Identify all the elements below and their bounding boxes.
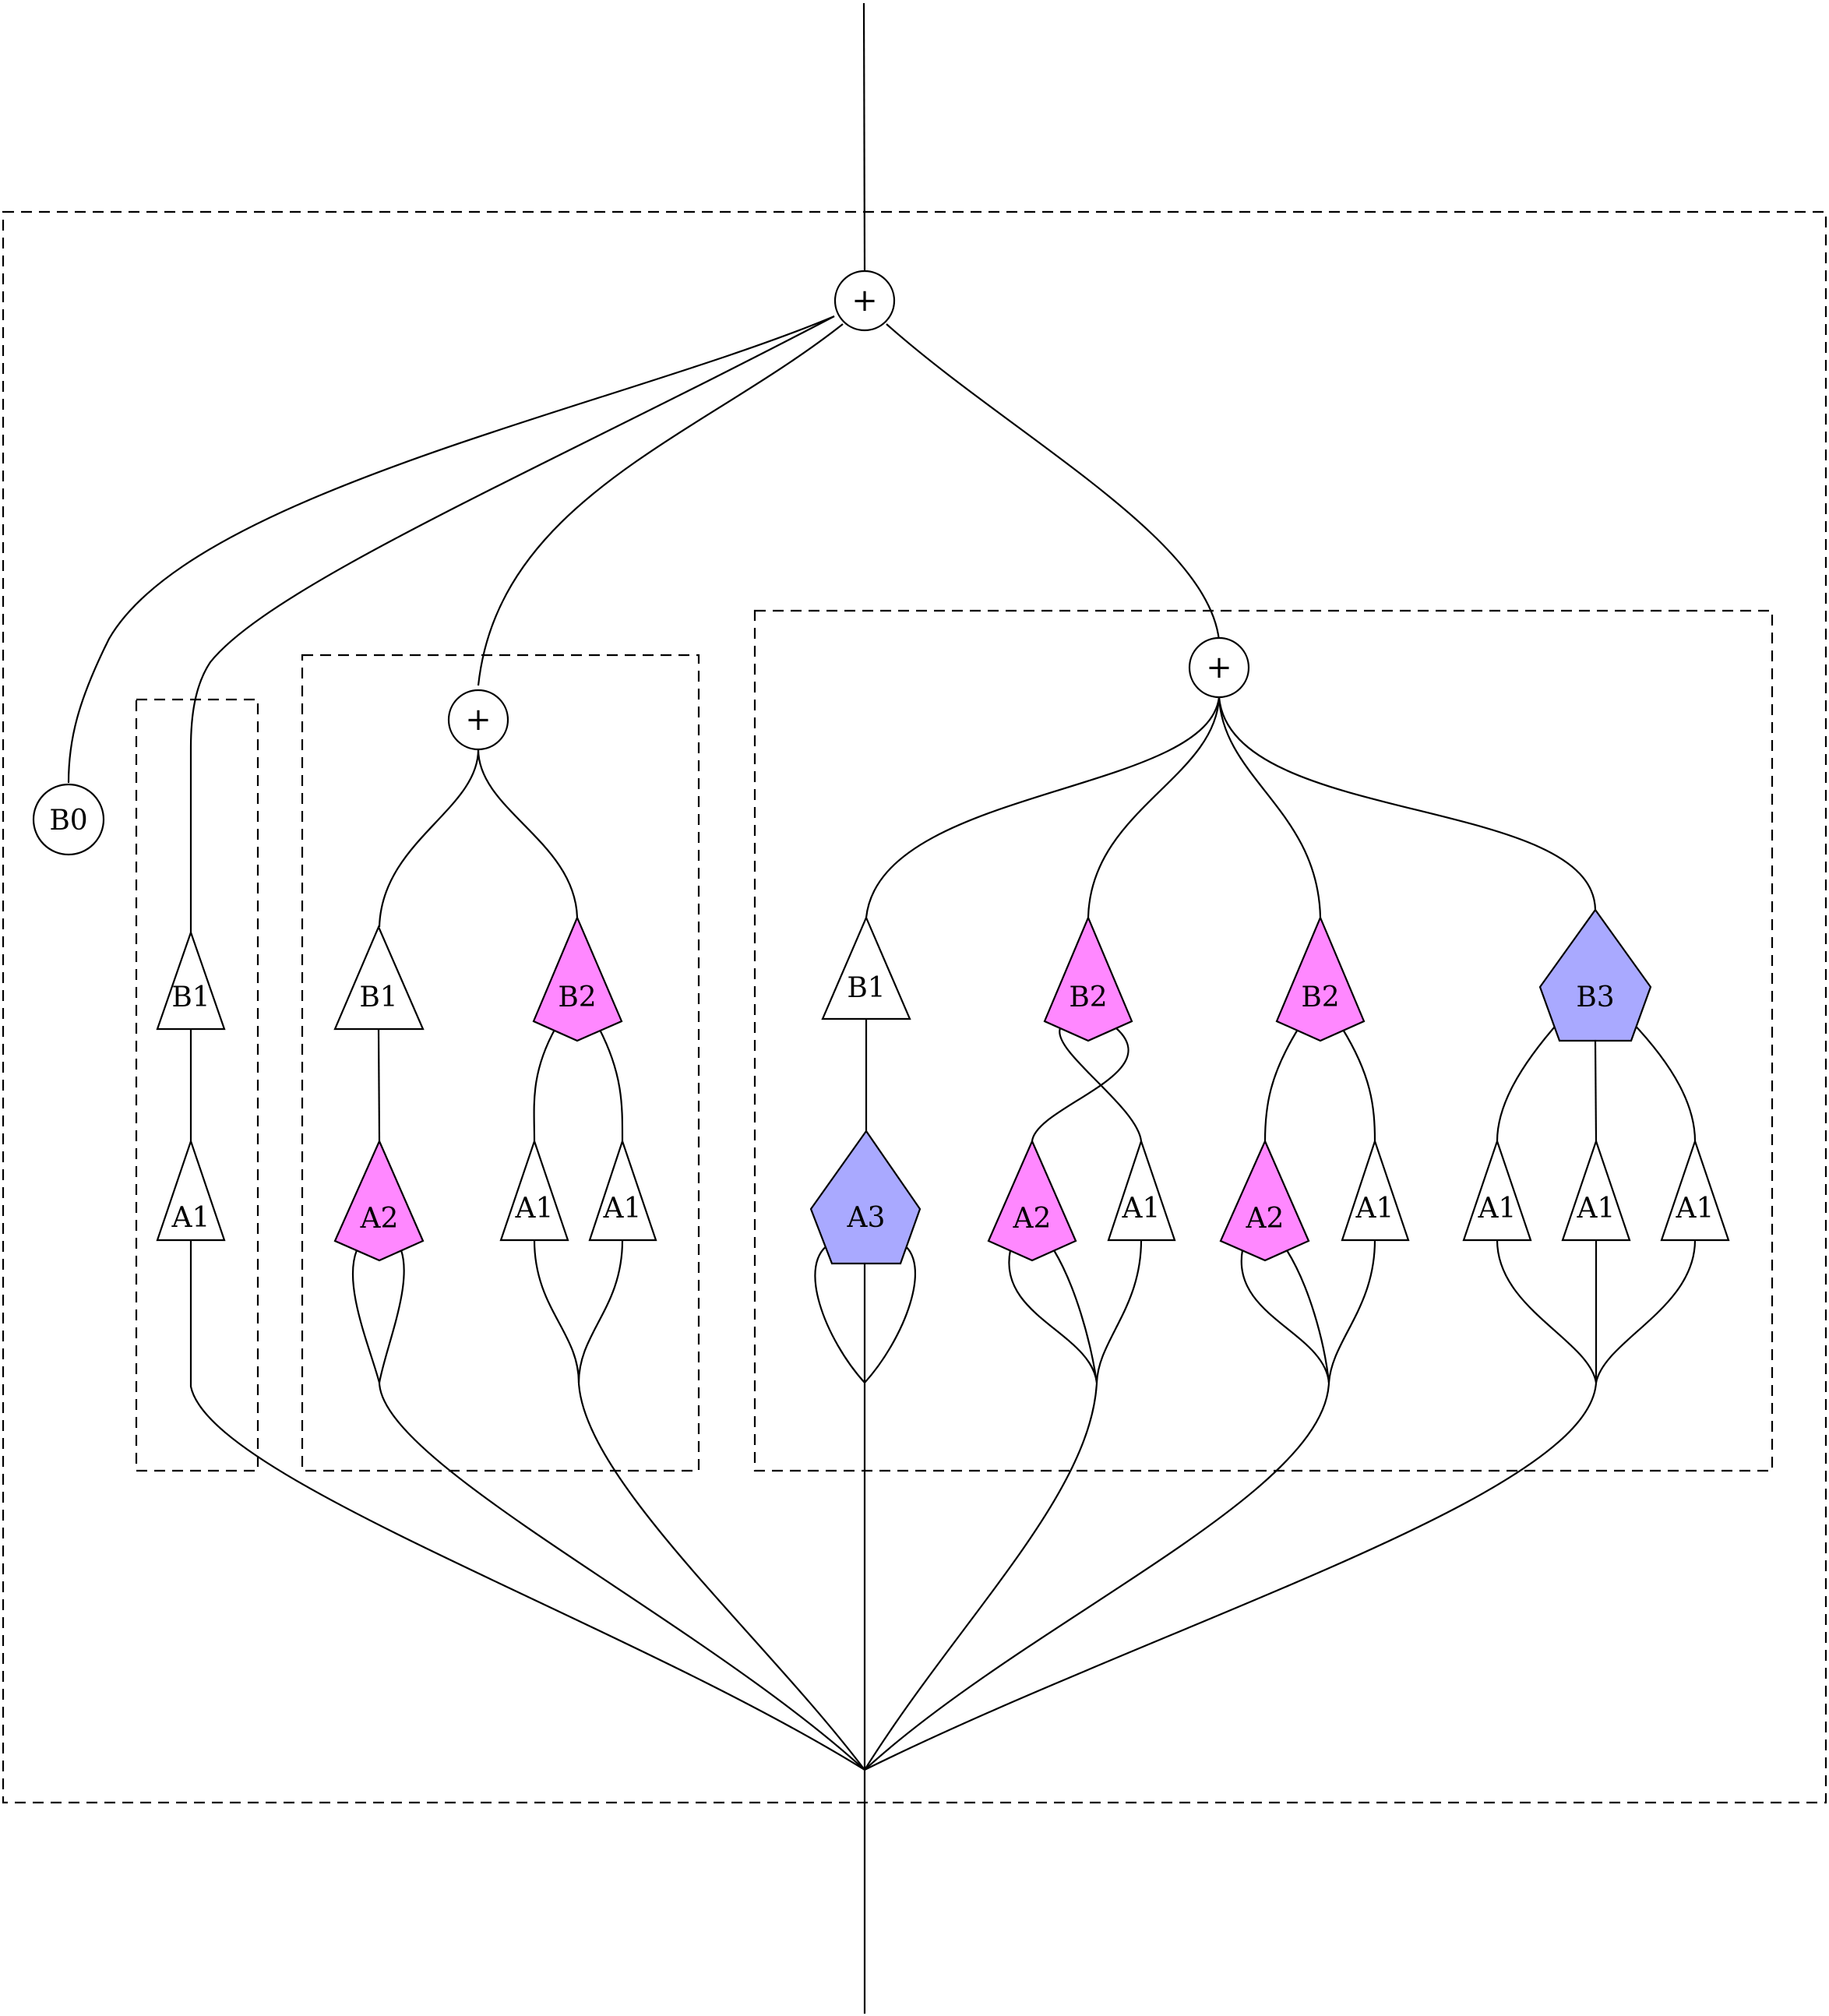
g3-a3-node: A3 bbox=[809, 1130, 922, 1265]
wire-input bbox=[862, 2, 866, 272]
g3-a1-right-node: A1 bbox=[1660, 1138, 1730, 1242]
wire-g3-a2-second-l bbox=[1240, 1249, 1330, 1383]
g2-a2-label: A2 bbox=[360, 1203, 399, 1235]
wire-g2-b2-a1l bbox=[533, 1027, 556, 1142]
top-sum-node: + bbox=[833, 270, 896, 332]
wire-g3-sum-4 bbox=[1218, 696, 1597, 911]
g2-b2-label: B2 bbox=[558, 982, 596, 1013]
wire-g3-a2-second-r bbox=[1286, 1249, 1330, 1383]
g2-a1-right-node: A1 bbox=[588, 1138, 657, 1242]
wire-g2-sum-right bbox=[477, 749, 579, 918]
g3-a1-first-label: A1 bbox=[1122, 1193, 1161, 1225]
g3-a1-first-node: A1 bbox=[1107, 1138, 1176, 1242]
g3-a2-second-label: A2 bbox=[1246, 1203, 1285, 1235]
wire-g2-a1r-down bbox=[577, 1239, 624, 1383]
g2-b1-node: B1 bbox=[333, 925, 425, 1031]
g1-a1-node: A1 bbox=[156, 1138, 226, 1242]
wire-g3-b2-cross-1 bbox=[1031, 1027, 1129, 1142]
g3-b3-label: B3 bbox=[1576, 982, 1614, 1013]
wire-g3-b3-r bbox=[1630, 1020, 1697, 1142]
group2-frame bbox=[301, 654, 700, 1472]
g3-sum-node: + bbox=[1188, 636, 1250, 699]
outer-frame bbox=[2, 210, 1827, 1804]
wire-g3-a2-first-l bbox=[1008, 1249, 1098, 1383]
g3-a1-second-node: A1 bbox=[1341, 1138, 1410, 1242]
g3-a2-first-label: A2 bbox=[1013, 1203, 1052, 1235]
wire-g3-a1r-down bbox=[1595, 1239, 1697, 1383]
wire-g2-a2-loop-l bbox=[351, 1249, 381, 1383]
wire-top-to-g1 bbox=[189, 315, 835, 932]
b0-node: B0 bbox=[32, 783, 105, 856]
g3-b2-first-node: B2 bbox=[1043, 915, 1133, 1042]
wire-g3-a1-first-down bbox=[1095, 1239, 1143, 1383]
wire-g3-a2-first-r bbox=[1053, 1249, 1098, 1383]
wire-g3-a1-second-down bbox=[1327, 1239, 1376, 1383]
g1-b1-label: B1 bbox=[171, 982, 210, 1013]
wire-g3-b2b-r bbox=[1341, 1027, 1376, 1142]
g3-a1-second-label: A1 bbox=[1355, 1193, 1394, 1225]
wire-g2-a2-loop-r bbox=[378, 1249, 405, 1383]
wire-g3-b2-cross-2 bbox=[1059, 1027, 1143, 1142]
wire-g3-sum-3 bbox=[1218, 696, 1322, 918]
b0-label: B0 bbox=[49, 805, 87, 837]
wire-g3-out-b3 bbox=[864, 1382, 1598, 1771]
wire-g3-b2b-l bbox=[1263, 1027, 1299, 1142]
wire-g3-sum-2 bbox=[1087, 696, 1221, 918]
nodes: + B0 B1 A1 + B1 A2 B2 bbox=[32, 270, 1730, 1265]
wire-g3-a3-loop-r bbox=[864, 1242, 916, 1383]
group1-frame bbox=[135, 698, 259, 1472]
wire-g3-b3-m bbox=[1594, 1040, 1598, 1142]
g2-b1-label: B1 bbox=[359, 982, 397, 1013]
g2-a1-left-label: A1 bbox=[515, 1193, 554, 1225]
g3-b2-first-label: B2 bbox=[1069, 982, 1107, 1013]
wire-g3-b3-l bbox=[1496, 1020, 1560, 1142]
g3-b1-label: B1 bbox=[847, 972, 885, 1004]
wire-g2-out2 bbox=[577, 1382, 865, 1771]
wire-g3-a1l-down bbox=[1496, 1239, 1598, 1383]
g3-a2-first-node: A2 bbox=[987, 1139, 1077, 1262]
g1-a1-label: A1 bbox=[171, 1202, 210, 1234]
wire-g3-out-b2a bbox=[864, 1382, 1098, 1771]
g3-a2-second-node: A2 bbox=[1219, 1139, 1310, 1262]
group3-frame bbox=[753, 609, 1774, 1472]
wire-g3-a3-loop-l bbox=[814, 1242, 865, 1383]
g3-sum-symbol: + bbox=[1206, 650, 1232, 686]
g2-a2-node: A2 bbox=[333, 1139, 425, 1262]
g3-a1-middle-node: A1 bbox=[1561, 1138, 1631, 1242]
g1-b1-node: B1 bbox=[156, 929, 226, 1031]
wire-g2-out1 bbox=[378, 1382, 865, 1771]
g3-a3-label: A3 bbox=[847, 1202, 886, 1234]
frames bbox=[2, 210, 1827, 1804]
g2-a1-right-label: A1 bbox=[603, 1193, 642, 1225]
g2-sum-symbol: + bbox=[465, 702, 492, 738]
wire-g2-a1l-down bbox=[533, 1239, 580, 1383]
wire-top-to-g2 bbox=[477, 323, 844, 686]
g2-a1-left-node: A1 bbox=[499, 1138, 569, 1242]
g3-b3-node: B3 bbox=[1538, 908, 1652, 1042]
g2-b2-node: B2 bbox=[532, 915, 623, 1042]
g3-a1-left-node: A1 bbox=[1462, 1138, 1532, 1242]
wire-g3-out-b2b bbox=[864, 1382, 1330, 1771]
wire-top-to-g3 bbox=[886, 323, 1221, 641]
wire-top-to-b0 bbox=[67, 315, 835, 784]
top-sum-symbol: + bbox=[851, 283, 878, 319]
g2-sum-node: + bbox=[447, 689, 509, 751]
wire-g1-out bbox=[189, 1240, 865, 1771]
g3-b1-node: B1 bbox=[821, 915, 911, 1020]
wire-g2-sum-left bbox=[378, 749, 480, 928]
wire-g3-sum-1 bbox=[865, 696, 1221, 918]
wire-g2-b2-a1r bbox=[598, 1027, 624, 1142]
g3-b2-second-label: B2 bbox=[1301, 982, 1339, 1013]
g3-a1-middle-label: A1 bbox=[1577, 1193, 1616, 1225]
g3-b2-second-node: B2 bbox=[1275, 915, 1366, 1042]
wires bbox=[67, 2, 1697, 2014]
g3-a1-right-label: A1 bbox=[1676, 1193, 1714, 1225]
g3-a1-left-label: A1 bbox=[1478, 1193, 1517, 1225]
